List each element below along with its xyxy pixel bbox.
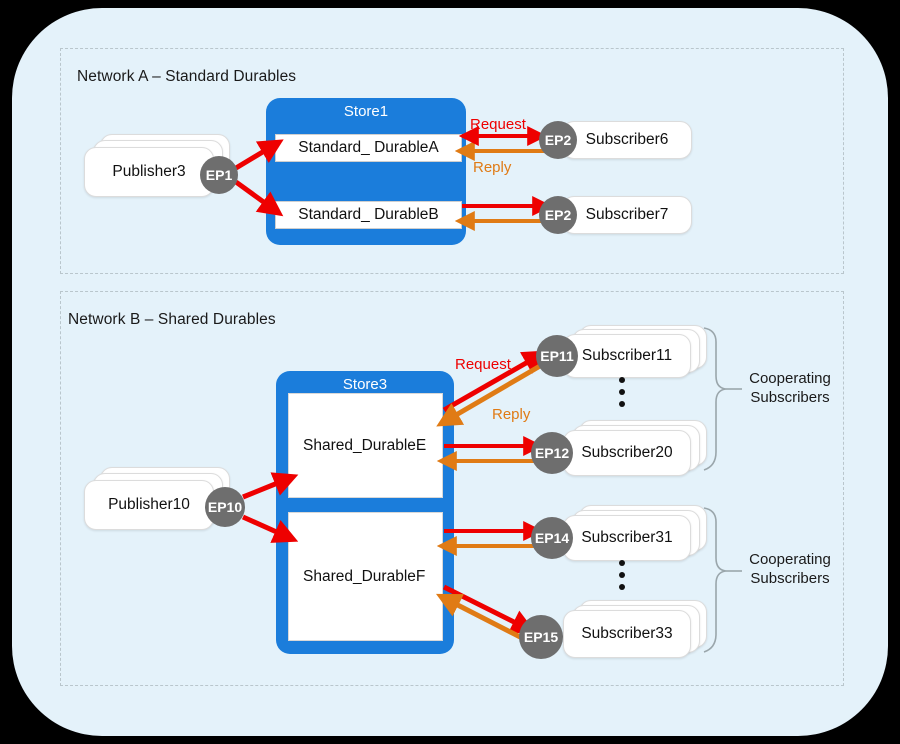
publisher3-label: Publisher3 — [112, 163, 186, 180]
ep12-label: EP12 — [534, 445, 570, 461]
subscriber7-node[interactable]: Subscriber7 — [562, 196, 692, 234]
ep2-label-subscriber7: EP2 — [544, 207, 572, 223]
ep14-endpoint[interactable]: EP14 — [531, 517, 573, 559]
subscriber7-label: Subscriber7 — [585, 206, 669, 223]
subscriber31-stack: Subscriber31 — [563, 505, 711, 563]
shared-durable-e[interactable]: Shared_DurableE — [288, 393, 443, 498]
subscriber11-label: Subscriber11 — [581, 347, 673, 364]
cooperating-line1: Cooperating — [749, 551, 831, 568]
ep11-label: EP11 — [540, 348, 574, 364]
group2-ellipsis — [619, 560, 625, 590]
subscriber11-node[interactable]: Subscriber11 — [563, 334, 691, 378]
store3-title: Store3 — [342, 376, 388, 393]
ellipsis-dot — [619, 377, 625, 383]
publisher10-node[interactable]: Publisher10 — [84, 480, 214, 530]
ep15-label: EP15 — [523, 629, 559, 645]
ep2-endpoint-subscriber6[interactable]: EP2 — [539, 121, 577, 159]
ellipsis-dot — [619, 572, 625, 578]
subscriber20-label: Subscriber20 — [581, 444, 673, 461]
shared-durable-e-label: Shared_DurableE — [303, 436, 427, 454]
ep15-endpoint[interactable]: EP15 — [519, 615, 563, 659]
network-a-title: Network A – Standard Durables — [77, 68, 297, 85]
ep12-endpoint[interactable]: EP12 — [531, 432, 573, 474]
ep10-endpoint[interactable]: EP10 — [205, 487, 245, 527]
ep11-endpoint[interactable]: EP11 — [536, 335, 578, 377]
cooperating-subscribers-label-1: Cooperating Subscribers — [735, 369, 845, 407]
cooperating-subscribers-label-2: Cooperating Subscribers — [735, 550, 845, 588]
ellipsis-dot — [619, 389, 625, 395]
subscriber33-node[interactable]: Subscriber33 — [563, 610, 691, 658]
ep2-endpoint-subscriber7[interactable]: EP2 — [539, 196, 577, 234]
ep1-endpoint[interactable]: EP1 — [200, 156, 238, 194]
store1-title: Store1 — [343, 103, 389, 120]
network-b-request-label: Request — [455, 356, 511, 373]
network-a-reply-label: Reply — [473, 159, 512, 176]
shared-durable-f[interactable]: Shared_DurableF — [288, 512, 443, 641]
subscriber6-label: Subscriber6 — [585, 131, 669, 148]
standard-durable-b[interactable]: Standard_ DurableB — [275, 201, 462, 229]
ellipsis-dot — [619, 560, 625, 566]
standard-durable-a-label: Standard_ DurableA — [298, 139, 439, 156]
network-region-b — [60, 291, 844, 686]
subscriber20-node[interactable]: Subscriber20 — [563, 430, 691, 476]
standard-durable-a[interactable]: Standard_ DurableA — [275, 134, 462, 162]
ep2-label-subscriber6: EP2 — [544, 132, 572, 148]
cooperating-line1: Cooperating — [749, 370, 831, 387]
subscriber11-stack: Subscriber11 — [563, 325, 711, 381]
subscriber33-stack: Subscriber33 — [563, 600, 711, 660]
network-b-reply-label: Reply — [492, 406, 531, 423]
ep14-label: EP14 — [534, 530, 570, 546]
subscriber33-label: Subscriber33 — [581, 625, 673, 642]
subscriber20-stack: Subscriber20 — [563, 420, 711, 478]
publisher3-node[interactable]: Publisher3 — [84, 147, 214, 197]
ep10-label: EP10 — [207, 499, 243, 515]
network-b-title: Network B – Shared Durables — [68, 311, 276, 328]
network-region-a — [60, 48, 844, 274]
shared-durable-f-label: Shared_DurableF — [303, 567, 426, 585]
network-a-request-label: Request — [470, 116, 526, 133]
publisher10-label: Publisher10 — [108, 496, 190, 513]
group1-ellipsis — [619, 377, 625, 407]
subscriber6-node[interactable]: Subscriber6 — [562, 121, 692, 159]
publisher10-stack: Publisher10 — [84, 467, 232, 533]
ellipsis-dot — [619, 584, 625, 590]
ellipsis-dot — [619, 401, 625, 407]
cooperating-line2: Subscribers — [750, 389, 830, 406]
subscriber31-label: Subscriber31 — [581, 529, 673, 546]
subscriber31-node[interactable]: Subscriber31 — [563, 515, 691, 561]
cooperating-line2: Subscribers — [750, 570, 830, 587]
standard-durable-b-label: Standard_ DurableB — [298, 206, 439, 223]
ep1-label: EP1 — [205, 167, 233, 183]
